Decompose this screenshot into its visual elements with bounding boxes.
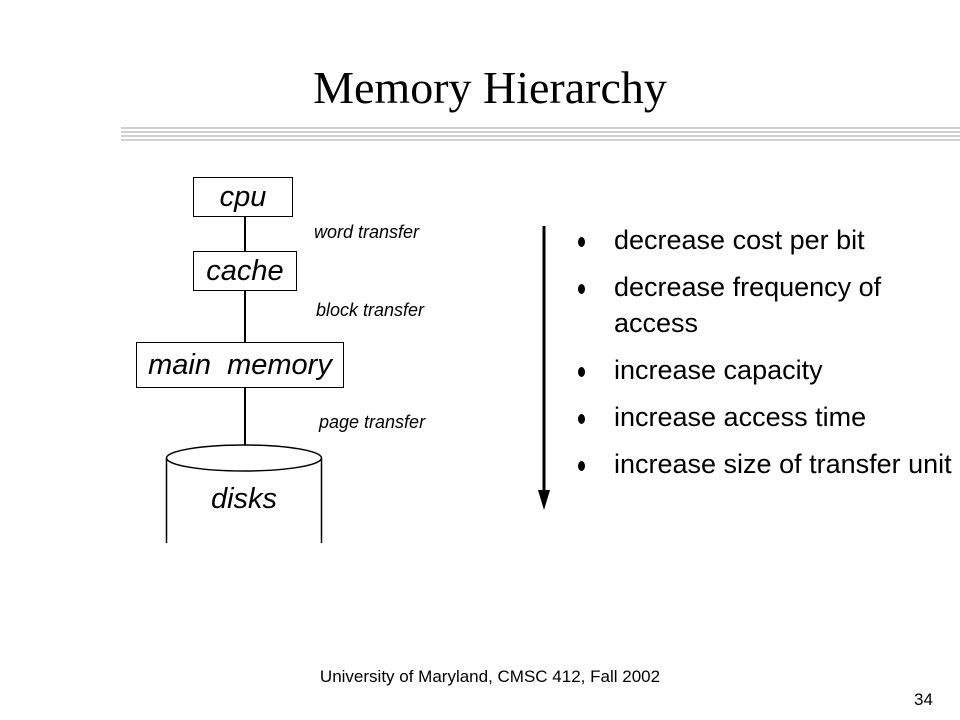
connector-cpu-cache — [244, 217, 246, 251]
bullet-text: decrease frequency of access — [614, 272, 882, 338]
cpu-box: cpu — [193, 177, 293, 217]
bullet-text: increase size of transfer unit — [614, 449, 952, 479]
disks-label: disks — [210, 483, 278, 515]
bullet-text: increase access time — [614, 402, 867, 432]
slide-title: Memory Hierarchy — [313, 62, 667, 113]
block-transfer-label: block transfer — [316, 300, 425, 320]
bullet-item: increase size of transfer unit — [578, 446, 960, 482]
bullet-item: increase access time — [578, 399, 960, 435]
bullet-icon — [578, 367, 585, 377]
connector-cache-memory — [244, 291, 246, 342]
bullet-item: decrease frequency of access — [578, 269, 960, 341]
page-number: 34 — [914, 690, 933, 709]
bullet-item: increase capacity — [578, 352, 960, 388]
bullet-text: decrease cost per bit — [614, 225, 865, 255]
down-arrow-icon — [538, 226, 550, 510]
bullet-list: decrease cost per bit decrease frequency… — [578, 222, 960, 493]
footer-text: University of Maryland, CMSC 412, Fall 2… — [319, 667, 661, 686]
main-memory-box: main memory — [136, 342, 344, 388]
connector-memory-disks — [244, 388, 246, 455]
bullet-item: decrease cost per bit — [578, 222, 960, 258]
bullet-icon — [578, 414, 585, 424]
title-underline-rule — [121, 127, 960, 141]
cache-box: cache — [193, 251, 297, 291]
bullet-icon — [578, 284, 585, 294]
bullet-text: increase capacity — [614, 355, 823, 385]
bullet-icon — [578, 461, 585, 471]
word-transfer-label: word transfer — [314, 222, 420, 242]
cache-label: cache — [206, 254, 284, 287]
page-transfer-label: page transfer — [319, 412, 426, 432]
main-memory-label: main memory — [148, 348, 332, 381]
bullet-icon — [578, 237, 585, 247]
disk-cylinder-icon — [165, 444, 323, 543]
cpu-label: cpu — [219, 180, 267, 213]
